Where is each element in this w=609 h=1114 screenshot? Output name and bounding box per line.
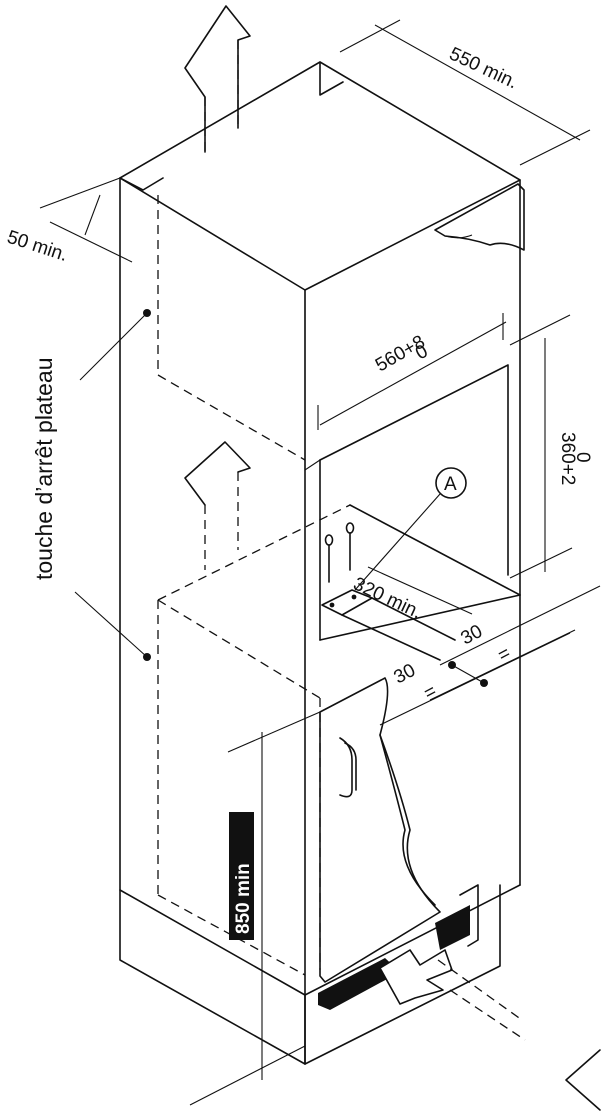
marker-a: A xyxy=(354,467,467,591)
width-tolerance: 0 xyxy=(412,341,432,364)
cabinet-outline xyxy=(119,61,521,1065)
offset-right-label: 30 xyxy=(457,621,486,649)
wall-cutout xyxy=(434,183,525,251)
dim-height: 360+2 0 xyxy=(509,314,593,579)
shelf-stop-callout: touche d’arrêt plateau xyxy=(31,309,151,661)
equal-right-label: = xyxy=(494,643,514,667)
upper-niche xyxy=(319,364,521,641)
dim-gap: 50 min. xyxy=(4,177,133,266)
vent-arrow-top xyxy=(184,5,251,153)
floor-height-tag xyxy=(229,812,254,940)
height-label: 360+2 xyxy=(557,432,578,485)
height-tolerance: 0 xyxy=(572,452,593,463)
corner-fragment xyxy=(565,1049,601,1111)
side-label: touche d’arrêt plateau xyxy=(31,358,57,581)
gap-min-label: 50 min. xyxy=(4,227,70,266)
vent-arrow-bottom xyxy=(379,949,526,1041)
dim-floor-height: 850 min xyxy=(189,711,321,1106)
vent-arrow-middle xyxy=(184,441,251,570)
bracket-screws xyxy=(321,522,456,661)
vent-grille xyxy=(318,884,479,1010)
dim-depth: 550 min. xyxy=(339,19,591,166)
dim-width: 560+8 0 xyxy=(317,313,507,430)
marker-a-label: A xyxy=(444,474,457,495)
appliance-door xyxy=(319,677,441,983)
equal-left-label: = xyxy=(420,681,440,705)
offset-left-label: 30 xyxy=(390,660,419,688)
floor-height-label: 850 min xyxy=(233,863,254,934)
